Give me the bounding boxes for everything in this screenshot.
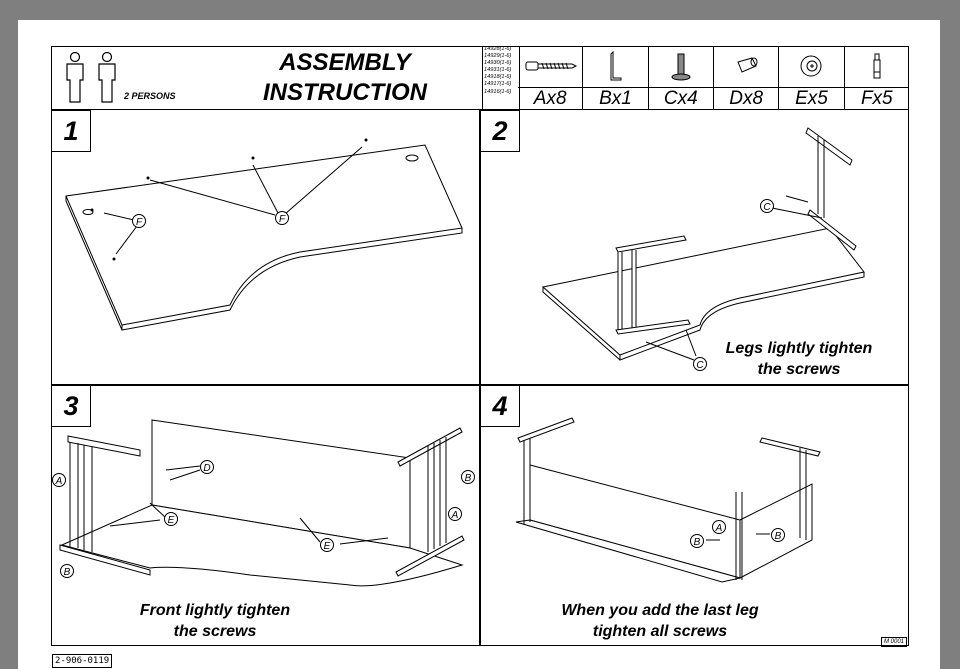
callout-letter: A [715, 523, 723, 534]
callout-letter: B [775, 531, 782, 542]
caption-line: the screws [757, 361, 841, 378]
caption-line: Front lightly tighten [139, 602, 291, 619]
caption-line: the screws [173, 623, 257, 640]
caption-line: When you add the last leg [561, 602, 759, 619]
callout-letter: F [279, 214, 286, 225]
bolt-icon [671, 53, 691, 81]
step3-caption: Front lightly tighten the screws [100, 600, 330, 642]
part-a: Ax8 [518, 46, 584, 110]
part-quantity: Fx5 [844, 87, 909, 110]
part-f: Fx5 [844, 46, 909, 110]
step-number-4: 4 [480, 385, 520, 427]
callout-f [132, 214, 146, 228]
callout-a [448, 507, 462, 521]
pin-icon [873, 53, 881, 79]
step4-caption: When you add the last leg tighten all sc… [530, 600, 790, 642]
callout-c [760, 199, 774, 213]
callout-letter: B [694, 537, 701, 548]
callout-c [693, 357, 707, 371]
step-number-1: 1 [51, 110, 91, 152]
part-code: 14930(1-6) [484, 60, 512, 67]
callout-letter: C [763, 202, 771, 213]
step-number-2: 2 [480, 110, 520, 152]
screw-icon [525, 61, 578, 71]
caption-line: tighten all screws [592, 623, 728, 640]
callout-letter: E [168, 515, 175, 526]
part-e: Ex5 [779, 46, 845, 110]
part-code: 14917(1-6) [484, 81, 512, 88]
part-b: Bx1 [583, 46, 649, 110]
callout-b [461, 470, 475, 484]
step-number-3: 3 [51, 385, 91, 427]
cam-lock-icon [800, 55, 822, 77]
part-quantity: Ax8 [518, 87, 583, 110]
document-code: 2-906-0119 [52, 654, 113, 668]
callout-letter: F [136, 217, 143, 228]
title-line2: INSTRUCTION [263, 79, 427, 106]
caption-line: Legs lightly tighten [725, 340, 873, 357]
panel-divider-horizontal [51, 384, 909, 386]
callout-b [690, 534, 704, 548]
part-code-list: 14928(1-6) 14929(1-6) 14930(1-6) 14931(1… [482, 46, 520, 110]
callout-f [275, 211, 289, 225]
part-code: 14928(1-6) [484, 46, 512, 52]
callout-e [320, 538, 334, 552]
part-c: Cx4 [648, 46, 714, 110]
part-code: 14918(1-6) [484, 74, 512, 81]
callout-letter: C [696, 360, 704, 371]
callout-letter: B [64, 567, 71, 578]
parts-list: Ax8 Bx1 Cx4 Dx8 [518, 46, 909, 110]
page-title: ASSEMBLY INSTRUCTION [230, 48, 460, 108]
callout-b [771, 528, 785, 542]
callout-letter: A [55, 476, 63, 487]
panel-divider-vertical [479, 110, 481, 646]
dowel-icon [737, 57, 758, 73]
part-code: 14931(1-6) [484, 67, 512, 74]
m-code: M 0001 [881, 637, 908, 647]
part-code: 14929(1-6) [484, 53, 512, 60]
title-line1: ASSEMBLY [279, 49, 411, 76]
callout-d [200, 460, 214, 474]
part-code: 14916(1-6) [484, 88, 512, 95]
callout-letter: E [324, 541, 331, 552]
header-row [51, 46, 909, 110]
callout-e [164, 512, 178, 526]
step2-caption: Legs lightly tighten the screws [674, 338, 924, 380]
part-quantity: Cx4 [648, 87, 713, 110]
persons-label: 2 PERSONS [124, 91, 176, 101]
callout-letter: D [203, 463, 210, 474]
part-d: Dx8 [713, 46, 780, 110]
callout-a [52, 473, 66, 487]
part-quantity: Dx8 [713, 87, 779, 110]
callout-a [712, 520, 726, 534]
allen-key-icon [610, 50, 622, 81]
callout-letter: B [465, 473, 472, 484]
callout-letter: A [451, 510, 459, 521]
part-quantity: Ex5 [779, 87, 844, 110]
callout-b [60, 564, 74, 578]
part-quantity: Bx1 [583, 87, 648, 110]
